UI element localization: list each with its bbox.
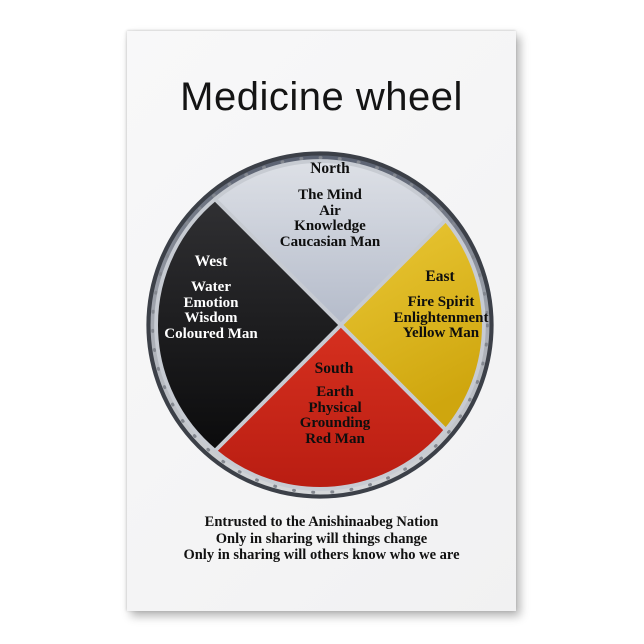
- photo-print: Medicine wheel: [127, 31, 516, 611]
- quadrant-line: Water: [191, 279, 231, 295]
- south-quadrant-shape: [213, 323, 448, 491]
- quadrant-line: Earth: [316, 384, 354, 400]
- east-quadrant-label: East: [425, 268, 455, 285]
- south-quadrant-label: South: [314, 360, 354, 377]
- quadrant-line: Physical: [308, 399, 362, 416]
- quadrant-line: Grounding: [299, 415, 371, 431]
- quadrant-line: Caucasian Man: [279, 233, 381, 250]
- poster-title: Medicine wheel: [180, 75, 463, 119]
- west-quadrant-lines: Water Emotion Wisdom Coloured Man: [164, 279, 258, 342]
- east-quadrant-lines: Fire Spirit Enlightenment Yellow Man: [393, 294, 489, 342]
- west-quadrant-label: West: [194, 253, 228, 270]
- quadrant-line: Fire Spirit: [407, 294, 475, 310]
- north-quadrant-label: North: [310, 160, 350, 177]
- footer-line: Only in sharing will others know who we …: [183, 547, 460, 563]
- north-quadrant-shape: [213, 159, 448, 327]
- north-quadrant-lines: The Mind Air Knowledge Caucasian Man: [279, 187, 381, 250]
- medicine-wheel: North The Mind Air Knowledge Caucasian M…: [145, 150, 495, 500]
- quadrant-line: Red Man: [305, 430, 365, 447]
- quadrant-line: Air: [319, 202, 341, 219]
- footer-line: Only in sharing will things change: [215, 530, 428, 547]
- quadrant-line: Yellow Man: [402, 325, 480, 341]
- quadrant-line: Wisdom: [184, 310, 238, 326]
- quadrant-line: Enlightenment: [393, 309, 489, 326]
- east-quadrant-shape: [338, 218, 486, 432]
- footer-line: Entrusted to the Anishinaabeg Nation: [204, 514, 439, 530]
- quadrant-line: The Mind: [298, 187, 362, 203]
- quadrant-line: Knowledge: [294, 218, 366, 234]
- west-quadrant-shape: [154, 197, 343, 453]
- quadrant-line: Coloured Man: [164, 325, 258, 342]
- south-quadrant-lines: Earth Physical Grounding Red Man: [299, 384, 371, 447]
- quadrant-line: Emotion: [183, 294, 239, 311]
- footer-text: Entrusted to the Anishinaabeg Nation Onl…: [127, 514, 516, 564]
- rim-rivets: [151, 156, 489, 494]
- medicine-wheel-graphic: [146, 151, 494, 499]
